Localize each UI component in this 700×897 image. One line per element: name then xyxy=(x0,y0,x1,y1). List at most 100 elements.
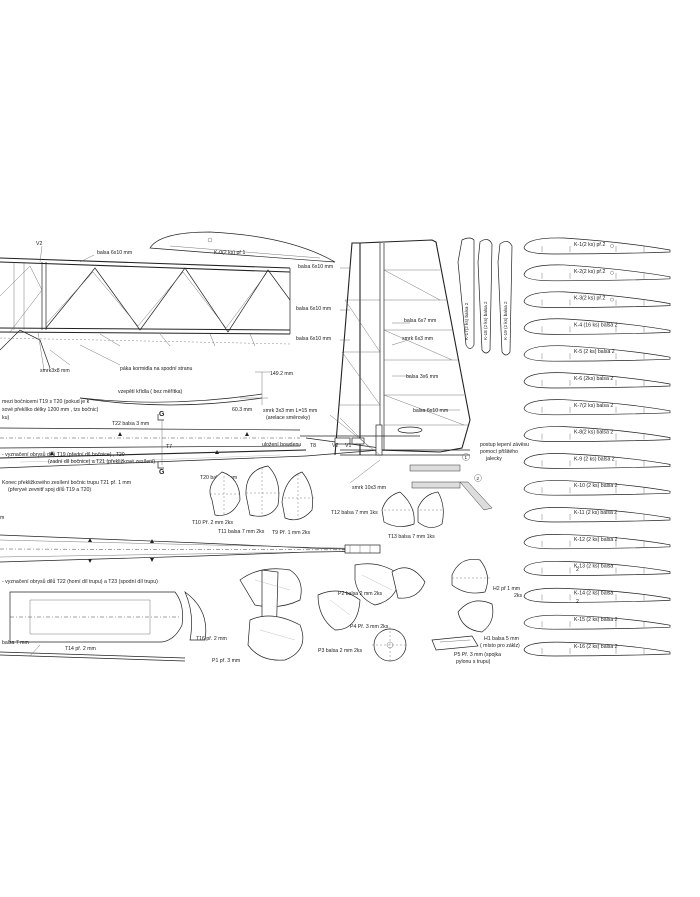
label-balsa-6x10-top: balsa 6x10 mm xyxy=(97,250,132,256)
part-t14 xyxy=(0,590,207,662)
wing-rib-10: K-10 (2 ks) balsa 2 xyxy=(523,480,671,496)
spar-k17 xyxy=(457,237,475,349)
label-konec1: Konec překližkového zesílení bočnic trup… xyxy=(2,480,131,486)
fuselage-bottom-outline xyxy=(0,534,381,563)
wing-rib-label: K-9 (2 ks) balsa 2 xyxy=(574,456,615,462)
label-h1b: ( místo pro záklz) xyxy=(480,643,520,649)
label-dim-149: 149.2 mm xyxy=(270,371,293,377)
label-fin-balsa-a: balsa 6x10 mm xyxy=(298,264,333,270)
fuselage-top-outline xyxy=(0,414,381,469)
hinge-sketch xyxy=(409,453,493,511)
label-vzepeti: vzepětí křídla ( bez měřítka) xyxy=(118,389,183,395)
label-vyznaceni2: - vyznačení obrysů dílů T22 (horní díl t… xyxy=(2,578,158,585)
label-t12: T12 balsa 7 mm 1ks xyxy=(331,510,378,516)
label-circle1: 1 xyxy=(465,455,468,460)
label-circle2: 2 xyxy=(477,476,480,481)
wing-rib-6: K-6 (2ks) balsa 2 xyxy=(523,372,671,389)
wing-rib-label: K-6 (2ks) balsa 2 xyxy=(574,376,613,382)
label-vyznaceni1: - vyznačení obrysů dílů T19 (přední díl … xyxy=(2,451,125,458)
part-t10 xyxy=(209,471,241,516)
wing-rib-label: K-12 (2 ks) balsa 2 xyxy=(574,537,618,543)
label-smrk: smrk3x8 mm xyxy=(40,368,70,374)
wing-rib-label: K-7(2 ks) balsa 2 xyxy=(574,403,613,409)
label-g-lower: G xyxy=(159,469,165,476)
label-fin-balsa-b: balsa 6x10 mm xyxy=(296,306,331,312)
label-h1: H1 balsa 5 mm xyxy=(484,636,519,642)
label-h2: H2 př 1 mm xyxy=(493,586,520,592)
label-fin-smrk-6x3: smrk 6x3 mm xyxy=(402,336,433,342)
label-fin-ulozeni: uložení bowdenu xyxy=(262,442,301,448)
wing-rib-label: K-5 (2 ks) balsa 2 xyxy=(574,349,615,355)
label-p4: P4 Př. 3 mm 2ks xyxy=(350,624,389,630)
label-fin-t8: T8 xyxy=(310,443,316,449)
rib-extra-14: 2 xyxy=(576,599,579,605)
label-balsa7: balsa 7 mm xyxy=(2,640,29,646)
wing-rib-label: K-4 (16 ks) balsa 2 xyxy=(574,322,618,328)
label-t11: T11 balsa 7 mm 2ks xyxy=(218,529,265,535)
label-g-upper: G xyxy=(159,411,165,418)
label-h2b: 2ks xyxy=(514,593,522,599)
label-postup2: pomocí přišitého xyxy=(480,449,518,455)
label-p5: P5 Př. 3 mm (spojka xyxy=(454,652,501,658)
wing-rib-label: K-10 (2 ks) balsa 2 xyxy=(574,483,618,489)
wing-rib-label: K-1(2 ks) př.2 xyxy=(574,242,606,248)
label-t13: T13 balsa 7 mm 1ks xyxy=(388,534,435,540)
fin-structure xyxy=(300,239,471,484)
label-v2-top: V2 xyxy=(36,241,42,247)
wing-rib-label: K-15 (2 ks) balsa 2 xyxy=(574,617,618,623)
note-t19-line2: sové překlíko délky 1200 mm , tzs bočnic… xyxy=(2,407,99,413)
rib-template-k0 xyxy=(149,231,336,263)
spar-k18 xyxy=(477,239,493,354)
wing-rib-12: K-12 (2 ks) balsa 2 xyxy=(523,534,671,550)
rib-extra-13: 2 xyxy=(576,567,579,573)
wing-rib-label: K-3(2 ks) př.2 xyxy=(574,296,606,302)
wing-rib-9: K-9 (2 ks) balsa 2 xyxy=(523,453,671,469)
wing-rib-3: K-3(2 ks) př.2 xyxy=(523,291,671,308)
wing-rib-label: K-13 (2 ks) balsa xyxy=(574,564,613,570)
label-fin-balsa-3x6: balsa 3x6 mm xyxy=(406,374,438,380)
label-p2: P2 balsa 2 mm 2ks xyxy=(338,591,383,597)
label-fin-balsa-c: balsa 6x10 mm xyxy=(296,336,331,342)
wing-rib-2: K-2(2 ks) př.2 xyxy=(523,264,671,282)
part-t13 xyxy=(417,491,444,528)
note-t19-line3: ku) xyxy=(2,415,9,421)
part-t12 xyxy=(381,491,415,527)
part-p5 xyxy=(431,635,479,651)
wing-rib-label: K-14 (2 ks) balsa xyxy=(574,590,613,596)
wing-rib-8: K-8(2 ks) balsa 2 xyxy=(523,426,671,442)
pylon-cluster xyxy=(239,563,426,661)
wing-rib-5: K-5 (2 ks) balsa 2 xyxy=(523,345,671,362)
label-m-left: m xyxy=(0,515,4,521)
part-t9 xyxy=(281,471,314,521)
wing-rib-16: K-16 (2 ks) balsa 2 xyxy=(523,641,671,657)
label-vyznaceni1b: (zadní díl bočnice) a T21 (překližkové z… xyxy=(48,459,155,465)
label-t7: T7 xyxy=(166,444,172,450)
label-konec2: (přeryvé zevnitř spoj dílů T19 a T20) xyxy=(8,486,91,493)
wing-rib-label: K-8(2 ks) balsa 2 xyxy=(574,430,613,436)
label-postup3: jalecky xyxy=(485,456,502,462)
label-fin-balsa-6x7: balsa 6x7 mm xyxy=(404,318,436,324)
label-k18: K-18 (2 ks) balsa 2 xyxy=(483,301,488,340)
label-dim-60: 60.3 mm xyxy=(232,407,252,413)
label-k17: K-17(2 ks) balsa 2 xyxy=(464,302,469,340)
label-t16: T16 př. 2 mm xyxy=(196,636,227,642)
wing-rib-4: K-4 (16 ks) balsa 2 xyxy=(523,318,671,335)
label-t10: T10 Př. 2 mm 2ks xyxy=(192,520,233,526)
wing-rib-1: K-1(2 ks) př.2 xyxy=(523,237,671,255)
label-fin-v1: V1 xyxy=(345,443,351,449)
part-h2 xyxy=(451,559,494,633)
label-p1: P1 př. 3 mm xyxy=(212,658,240,664)
label-fin-arelace: (arelace směrovky) xyxy=(266,415,310,421)
wing-rib-11: K-11 (2 ks) balsa 2 xyxy=(523,507,671,523)
note-t19-line1: mezi bočnicemi T19 s T20 (pokud je k xyxy=(2,399,90,405)
label-t22: T22 balsa 3 mm xyxy=(112,421,149,427)
label-paka-kormidla: páka kormidla na spodní stranu xyxy=(120,366,192,372)
label-fin-smrk-3x3: smrk 3x3 mm L=15 mm xyxy=(263,408,317,414)
label-k19: K-19 (2 ks) balsa 2 xyxy=(503,301,508,340)
label-postup1: postup lepení závěsu xyxy=(480,442,529,448)
label-t14: T14 př. 2 mm xyxy=(65,646,96,652)
wing-rib-label: K-16 (2 ks) balsa 2 xyxy=(574,644,618,650)
label-k0: K-0(2 ks) př 1 xyxy=(214,250,246,256)
